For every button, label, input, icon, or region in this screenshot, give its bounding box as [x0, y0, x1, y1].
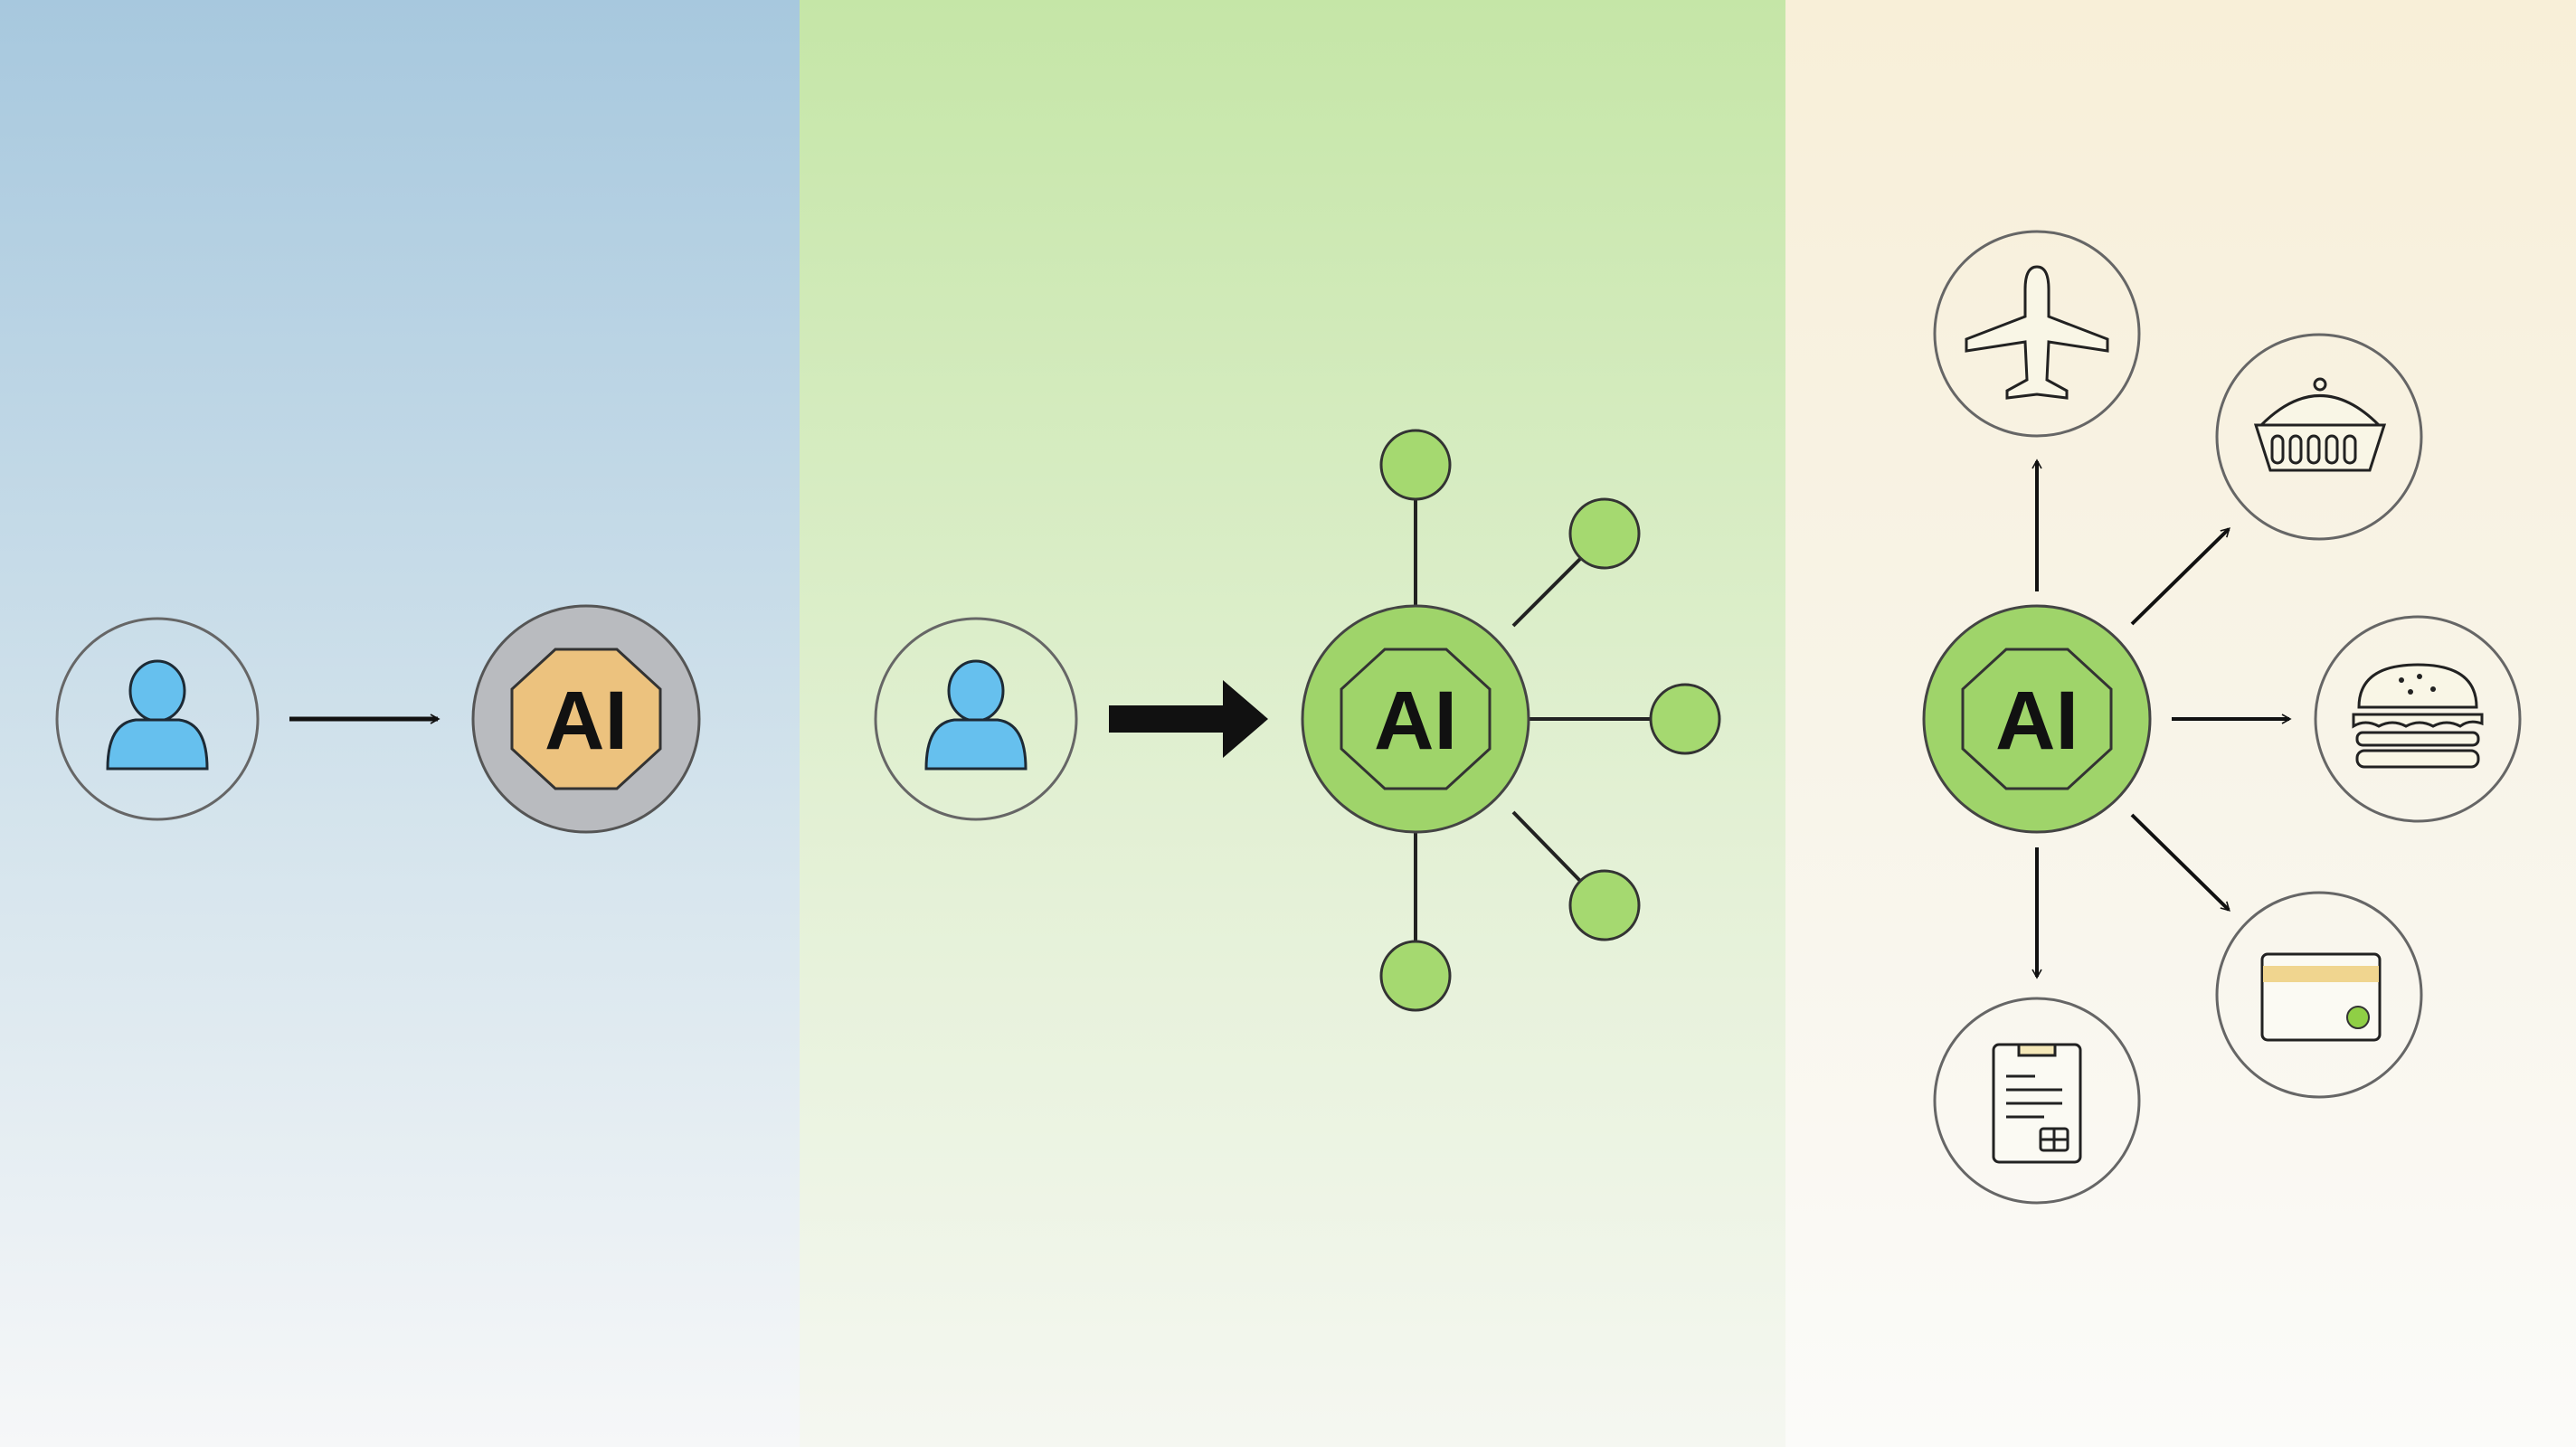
node-dot: [1649, 683, 1721, 755]
node-dot: [1568, 497, 1641, 570]
airplane-icon: [1965, 265, 2109, 400]
ai-node: AI: [1301, 604, 1530, 834]
thick-arrow-icon: [1109, 680, 1268, 758]
service-food: [2314, 615, 2522, 823]
satellite-nodes: [1379, 429, 1721, 1012]
ai-label: AI: [1374, 675, 1457, 767]
service-travel: [1933, 230, 2141, 438]
ai-chip-icon: [1961, 648, 2113, 790]
service-documents: [1933, 997, 2141, 1205]
document-icon: [1992, 1043, 2082, 1164]
user-node: [55, 617, 260, 821]
panel-agent-services: AI: [1785, 0, 2576, 1447]
burger-icon: [2352, 663, 2484, 769]
ai-label: AI: [545, 675, 628, 767]
node-dot: [1568, 869, 1641, 941]
person-icon: [106, 659, 209, 771]
ai-chip-icon: [1340, 648, 1492, 790]
ai-node: AI: [1922, 604, 2152, 834]
panel-single-assistant: AI: [0, 0, 800, 1447]
ai-node: AI: [471, 604, 701, 834]
basket-icon: [2253, 377, 2387, 472]
service-arrows: [2031, 459, 2292, 979]
person-icon: [924, 659, 1028, 771]
node-dot: [1379, 940, 1452, 1012]
ai-label: AI: [1995, 675, 2079, 767]
node-dot: [1379, 429, 1452, 501]
credit-card-icon: [2260, 952, 2382, 1042]
connector-lines: [1414, 499, 1651, 941]
panel-connected-assistant: AI: [800, 0, 1785, 1447]
user-node: [874, 617, 1078, 821]
service-groceries: [2215, 333, 2423, 541]
ai-chip-icon: [510, 648, 662, 790]
service-payment: [2215, 891, 2423, 1099]
